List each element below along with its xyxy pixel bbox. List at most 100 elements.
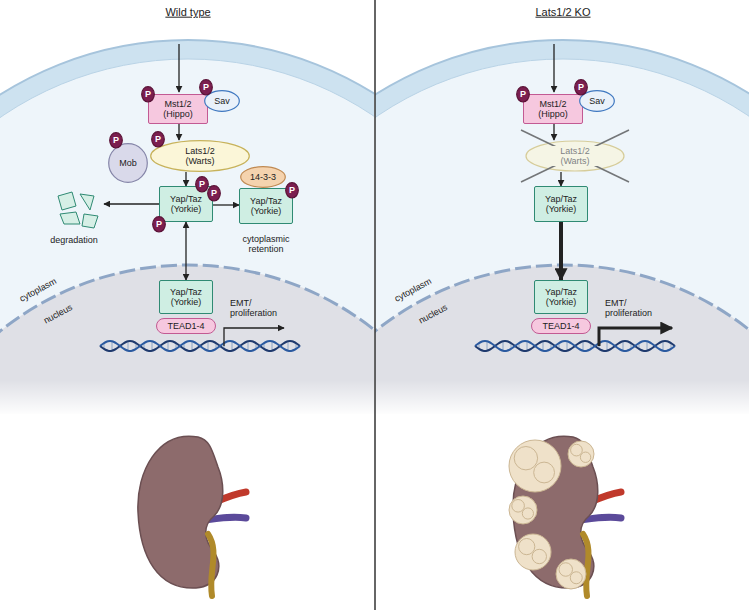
drawing-part (534, 462, 555, 483)
deleted-kinase-ellipse: Lats1/2 (Warts) (525, 140, 625, 172)
node-text: P (155, 134, 161, 144)
node-text: P (520, 89, 526, 99)
compartment-label: cytoplasm (18, 276, 59, 304)
signal-arrow (104, 44, 672, 346)
drawing-part (515, 534, 551, 570)
effector-box: Yap/Taz (Yorkie) (239, 188, 293, 224)
drawing-part (519, 539, 535, 555)
effector-box: Yap/Taz (Yorkie) (534, 186, 588, 222)
drawing-part (514, 447, 537, 470)
panel-divider (374, 0, 376, 610)
kidney (138, 436, 246, 596)
phosphate-circle: P (195, 176, 209, 193)
node-text: P (289, 185, 295, 195)
node-text: TEAD1-4 (542, 321, 579, 331)
panel-title: Lats1/2 KO (535, 6, 590, 19)
drawing-part (80, 194, 94, 210)
drawing-part (532, 549, 546, 563)
node-text: 14-3-3 (250, 172, 276, 182)
kidney (513, 436, 621, 596)
phosphate-circle: P (109, 132, 123, 149)
node-text: Mob (119, 158, 137, 168)
drawing-part (509, 440, 561, 492)
degradation-fragments (58, 192, 98, 228)
drawing-part (580, 452, 590, 462)
drawing-part (224, 328, 284, 346)
drawing-part (556, 559, 586, 589)
process-label: cytoplasmic retention (231, 234, 301, 255)
node-text: P (578, 82, 584, 92)
node-text: Lats1/2 (Warts) (549, 146, 601, 167)
drawing-part (570, 572, 582, 584)
adaptor-circle: Mob (108, 143, 148, 183)
pathway-arrow (178, 124, 179, 140)
compartment-label: cytoplasm (393, 276, 434, 304)
drawing-part (522, 508, 533, 519)
drawing-part (58, 192, 76, 210)
drawing-part (568, 441, 594, 467)
drawing-part (515, 534, 551, 570)
kinase-box: Mst1/2 (Hippo) (148, 94, 208, 124)
drawing-part (512, 500, 525, 513)
effector-box: Yap/Taz (Yorkie) (534, 280, 588, 314)
node-text: Mst1/2 (Hippo) (527, 99, 579, 120)
drawing-part (509, 440, 561, 492)
drawing-part (556, 559, 586, 589)
drawing-part (509, 496, 537, 524)
node-text: Yap/Taz (Yorkie) (538, 287, 584, 308)
pathway-arrow (559, 222, 563, 280)
node-text: Sav (214, 96, 230, 106)
drawing-part (553, 44, 554, 92)
node-text: Lats1/2 (Warts) (175, 146, 225, 167)
phosphate-circle: P (141, 86, 155, 103)
drawing-part (571, 444, 583, 456)
node-text: P (145, 89, 151, 99)
drawing-part (599, 328, 672, 346)
kinase-ellipse: Lats1/2 (Warts) (150, 140, 250, 172)
node-text: Sav (589, 96, 605, 106)
drawing-part (568, 441, 594, 467)
node-text: Mst1/2 (Hippo) (152, 99, 204, 120)
node-text: P (199, 179, 205, 189)
transcription-factor-box: TEAD1-4 (156, 318, 216, 334)
phosphate-circle: P (151, 131, 165, 148)
drawing-part (178, 44, 179, 92)
phosphate-circle: P (199, 79, 213, 96)
tumor (509, 440, 594, 589)
node-text: TEAD1-4 (167, 321, 204, 331)
transcription-factor-box: TEAD1-4 (531, 318, 591, 334)
node-text: P (203, 82, 209, 92)
drawing-part (60, 212, 80, 224)
phosphate-circle: P (285, 182, 299, 199)
binding-protein-ellipse: 14-3-3 (240, 166, 286, 188)
pathway-arrow (213, 204, 239, 205)
node-text: Yap/Taz (Yorkie) (163, 194, 209, 215)
phosphate-circle: P (574, 79, 588, 96)
node-text: P (113, 135, 119, 145)
drawing-part (509, 496, 537, 524)
pathway-arrow (185, 172, 186, 186)
drawing-part (559, 563, 573, 577)
compartment-label: nucleus (417, 302, 449, 326)
drawing-part (104, 203, 159, 204)
node-text: Yap/Taz (Yorkie) (163, 287, 209, 308)
outcome-label: EMT/ proliferation (605, 298, 661, 319)
phosphate-circle: P (152, 216, 166, 233)
node-text: P (211, 188, 217, 198)
pathway-arrow (185, 222, 186, 280)
phosphate-circle: P (207, 185, 221, 202)
effector-box: Yap/Taz (Yorkie) (159, 280, 213, 314)
cell (213, 40, 750, 610)
panel-title: Wild type (165, 6, 210, 19)
node-text: Yap/Taz (Yorkie) (538, 194, 584, 215)
compartment-label: nucleus (42, 302, 74, 326)
phosphate-circle: P (516, 86, 530, 103)
kinase-box: Mst1/2 (Hippo) (523, 94, 583, 124)
process-label: degradation (50, 235, 98, 245)
pathway-arrow (560, 172, 561, 186)
node-text: Yap/Taz (Yorkie) (243, 196, 289, 217)
node-text: P (156, 219, 162, 229)
